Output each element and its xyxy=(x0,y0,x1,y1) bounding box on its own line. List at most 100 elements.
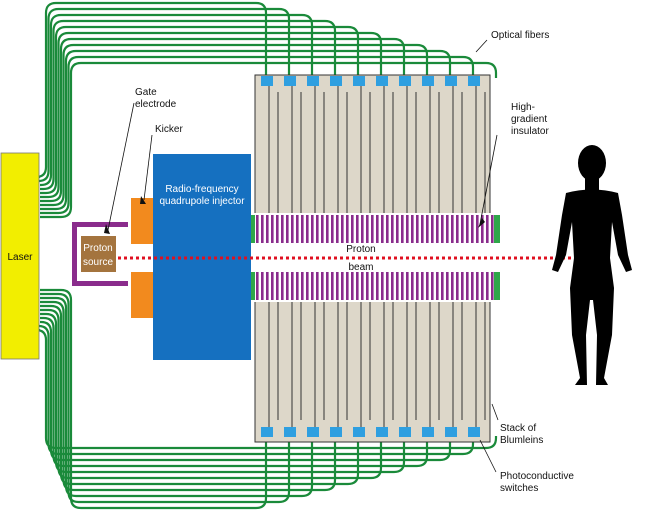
beam-label-line2: beam xyxy=(348,262,373,273)
insulator-stripe xyxy=(386,215,389,243)
laser-label: Laser xyxy=(7,252,33,263)
insulator-stripe xyxy=(406,215,409,243)
beam-label-line1: Proton xyxy=(346,244,375,255)
insulator-stripe xyxy=(301,215,304,243)
insulator-stripe xyxy=(336,272,339,300)
optical-fiber xyxy=(35,1,268,179)
insulator-stripe xyxy=(431,215,434,243)
insulator-stripe xyxy=(396,215,399,243)
leader-lines xyxy=(107,39,499,473)
insulator-stripe xyxy=(431,272,434,300)
optical-fibers-top xyxy=(35,1,498,219)
insulator-stripe xyxy=(471,272,474,300)
insulator-stripe xyxy=(381,272,384,300)
insulator-stripe xyxy=(416,272,419,300)
insulator-stripe xyxy=(426,215,429,243)
blumleins-label-line2: Blumleins xyxy=(500,435,543,446)
optical-fiber xyxy=(35,328,498,450)
photoconductive-switch xyxy=(468,427,480,437)
insulator-stripe xyxy=(491,272,494,300)
insulator-stripe xyxy=(436,272,439,300)
insulator-stripe xyxy=(296,272,299,300)
insulator-stripe xyxy=(426,272,429,300)
end-plate-right-bottom xyxy=(494,272,500,300)
insulator-stripe xyxy=(366,215,369,243)
photoconductive-switch xyxy=(445,427,457,437)
photoconductive-switch xyxy=(307,427,319,437)
kicker-arrowhead xyxy=(140,196,146,204)
optical-fiber xyxy=(40,312,406,474)
photoconductive-switch xyxy=(376,427,388,437)
insulator-stripe xyxy=(291,215,294,243)
insulator-stripe xyxy=(346,272,349,300)
blumlein-stack-bottom xyxy=(254,299,491,443)
insulator-stripe xyxy=(381,215,384,243)
human-silhouette-icon xyxy=(552,145,632,385)
insulator-stripe xyxy=(356,272,359,300)
insulator-stripe xyxy=(261,272,264,300)
insulator-stripe xyxy=(326,272,329,300)
insulator-stripe xyxy=(416,215,419,243)
insulator-stripe xyxy=(466,215,469,243)
insulator-stripe xyxy=(456,215,459,243)
insulator-stripe xyxy=(371,272,374,300)
insulator-stripe xyxy=(296,215,299,243)
photoconductive-switch xyxy=(399,76,411,86)
photoconductive-switch xyxy=(422,76,434,86)
optical-fiber xyxy=(40,61,498,219)
insulator-stripe xyxy=(306,272,309,300)
insulator-stripe xyxy=(286,272,289,300)
optical-fiber xyxy=(40,300,337,492)
blumlein-stack-lines xyxy=(268,82,486,430)
insulator-stripe xyxy=(411,215,414,243)
insulator-stripe xyxy=(376,215,379,243)
insulator-stripe xyxy=(461,272,464,300)
insulator-stripe xyxy=(406,272,409,300)
optical-fiber xyxy=(40,320,452,462)
photoconductive-switch xyxy=(330,427,342,437)
photoconductive-switch xyxy=(376,76,388,86)
photoconductive-switch xyxy=(468,76,480,86)
insulator-stripe xyxy=(461,215,464,243)
blumlein-stack-top xyxy=(254,74,491,216)
insulator-stripe xyxy=(451,215,454,243)
insulator-stripe xyxy=(411,272,414,300)
optical-fiber xyxy=(40,49,452,211)
optical-fiber xyxy=(40,288,268,510)
insulator-stripe xyxy=(256,272,259,300)
insulator-stripe xyxy=(356,215,359,243)
switches-label-line2: switches xyxy=(500,483,538,494)
optical-fiber xyxy=(38,324,475,456)
insulator-stripe xyxy=(466,272,469,300)
insulator-top-background xyxy=(252,213,497,245)
switches-label-line1: Photoconductive xyxy=(500,471,574,482)
insulator-stripe xyxy=(361,272,364,300)
insulator-stripe xyxy=(481,215,484,243)
proton-source-label-line2: source xyxy=(83,257,113,268)
insulator-stripe xyxy=(401,272,404,300)
rfq-label-line2: quadrupole injector xyxy=(159,196,245,207)
insulator-label-line2: gradient xyxy=(511,114,547,125)
optical-fiber xyxy=(40,43,429,207)
insulator-stripe xyxy=(391,272,394,300)
insulator-stripe xyxy=(441,272,444,300)
photoconductive-switch xyxy=(261,427,273,437)
insulator-stripe xyxy=(266,272,269,300)
insulator-stripe xyxy=(316,215,319,243)
insulator-stripe xyxy=(346,215,349,243)
insulator-stripe xyxy=(376,272,379,300)
optical-fibers-label: Optical fibers xyxy=(491,30,549,41)
kicker-top xyxy=(131,198,153,244)
photoconductive-switch xyxy=(261,76,273,86)
insulator-stripe xyxy=(441,215,444,243)
insulator-stripe xyxy=(336,215,339,243)
optical-fiber xyxy=(40,31,383,199)
gate-label-line2: electrode xyxy=(135,99,177,110)
laser-block xyxy=(0,152,40,360)
insulator-stripe xyxy=(446,272,449,300)
insulator-stripe xyxy=(266,215,269,243)
insulator-stripe xyxy=(401,215,404,243)
optical-fibers-bottom xyxy=(35,288,498,510)
